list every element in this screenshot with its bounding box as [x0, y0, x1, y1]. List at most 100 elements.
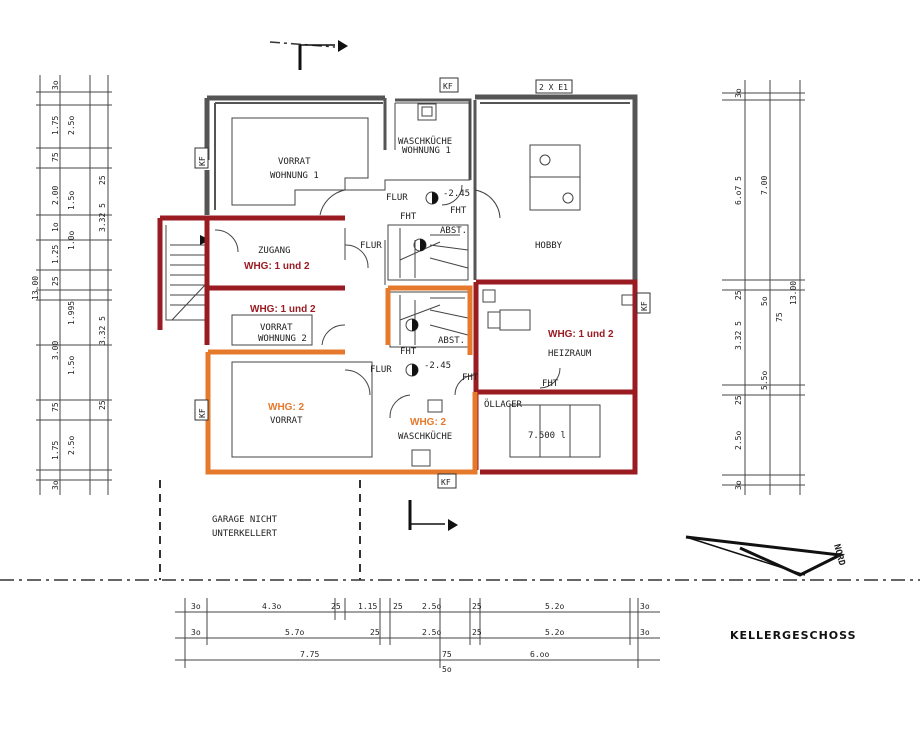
bottom-dimension-chain [175, 598, 660, 668]
bottom-dims-row1: 3o 4.3o 25 1.15 25 2.5o 25 5.2o 3o [191, 602, 650, 611]
svg-text:25: 25 [98, 400, 107, 410]
svg-text:75: 75 [775, 312, 784, 322]
svg-text:25: 25 [472, 602, 482, 611]
whg-1-und-2-label-b: WHG: 1 und 2 [250, 304, 316, 315]
svg-text:75: 75 [51, 152, 60, 162]
svg-text:25: 25 [472, 628, 482, 637]
svg-text:3.32 5: 3.32 5 [98, 316, 107, 345]
svg-text:6.oo: 6.oo [530, 650, 549, 659]
left-inner-dims: 25 3.32 5 3.32 5 25 [98, 175, 107, 410]
room-vorrat-2-label: VORRAT [260, 323, 293, 333]
svg-text:3o: 3o [191, 602, 201, 611]
svg-text:6.o7 5: 6.o7 5 [734, 176, 743, 205]
building-walls [0, 40, 920, 581]
whg-2-label-b: WHG: 2 [410, 417, 447, 428]
right-mid-dims: 7.00 5o 75 5.5o [760, 176, 784, 390]
svg-text:1.15: 1.15 [358, 602, 377, 611]
svg-text:7.75: 7.75 [300, 650, 319, 659]
garage-label: GARAGE NICHT [212, 515, 278, 525]
garage-sublabel: UNTERKELLERT [212, 529, 278, 539]
svg-text:3.32 5: 3.32 5 [734, 321, 743, 350]
room-vorrat-2-sublabel: WOHNUNG 2 [258, 334, 307, 344]
room-zugang-label: ZUGANG [258, 246, 291, 256]
svg-text:1.25: 1.25 [51, 245, 60, 264]
fht-4-label: FHT [462, 373, 479, 383]
svg-text:3o: 3o [191, 628, 201, 637]
svg-text:3o: 3o [734, 88, 743, 98]
svg-text:3o: 3o [640, 628, 650, 637]
kf-tag-5: KF [441, 478, 451, 487]
whg-1-und-2-label-a: WHG: 1 und 2 [244, 261, 310, 272]
north-arrow: NORD [685, 535, 847, 577]
svg-text:1.75: 1.75 [51, 116, 60, 135]
room-waschkueche-label: WASCHKÜCHE [398, 431, 452, 442]
room-hobby-label: HOBBY [535, 241, 563, 251]
abst-1-label: ABST. [440, 226, 467, 236]
left-dimension-chain [36, 75, 112, 495]
room-vorrat-1-sublabel: WOHNUNG 1 [270, 171, 319, 181]
bottom-dims-row3: 7.75 75 5o 6.oo [300, 650, 549, 674]
fht-1-label: FHT [400, 212, 417, 222]
fht-2-label: FHT [450, 206, 467, 216]
room-vorrat-label: VORRAT [270, 416, 303, 426]
svg-text:5o: 5o [760, 296, 769, 306]
room-flur-1-label: FLUR [386, 193, 408, 203]
svg-text:25: 25 [331, 602, 341, 611]
svg-text:2.5o: 2.5o [422, 602, 441, 611]
right-total-dim: 13.00 [789, 281, 798, 305]
svg-text:3o: 3o [640, 602, 650, 611]
tags: KF 2 X E1 KF KF KF KF [194, 77, 651, 489]
svg-text:2.5o: 2.5o [67, 116, 76, 135]
left-outer-dims: 3o 1.75 75 2.00 1o 1.25 25 3.00 75 1.75 … [51, 80, 60, 490]
svg-text:4.3o: 4.3o [262, 602, 281, 611]
svg-text:2.5o: 2.5o [422, 628, 441, 637]
svg-text:5.7o: 5.7o [285, 628, 304, 637]
right-dimension-chain [722, 80, 805, 495]
room-heizraum-label: HEIZRAUM [548, 349, 592, 359]
svg-text:3o: 3o [51, 80, 60, 90]
room-flur-2-label: FLUR [360, 241, 382, 251]
kf-tag-4: KF [640, 301, 649, 311]
zone-whg-1-und-2 [157, 215, 638, 475]
svg-text:75: 75 [51, 402, 60, 412]
e1-tag: 2 X E1 [539, 83, 568, 92]
plan-title: KELLERGESCHOSS [730, 629, 857, 642]
svg-text:25: 25 [98, 175, 107, 185]
svg-text:2.00: 2.00 [51, 186, 60, 205]
room-waschkueche-1-label: WASCHKÜCHE [398, 136, 452, 147]
svg-text:2.5o: 2.5o [734, 431, 743, 450]
svg-text:25: 25 [734, 395, 743, 405]
svg-text:1.0o: 1.0o [67, 231, 76, 250]
svg-text:3o: 3o [51, 480, 60, 490]
kf-tag-3: KF [198, 408, 207, 418]
svg-text:1.995: 1.995 [67, 301, 76, 325]
svg-text:25: 25 [393, 602, 403, 611]
svg-text:1o: 1o [51, 222, 60, 232]
svg-text:5.2o: 5.2o [545, 628, 564, 637]
tank-label: 7.500 l [528, 431, 566, 441]
svg-text:25: 25 [51, 276, 60, 286]
level-1-label: -2.45 [443, 189, 470, 199]
fht-3-label: FHT [400, 347, 417, 357]
room-oellager-label: ÖLLAGER [484, 399, 523, 410]
whg-2-label-a: WHG: 2 [268, 402, 305, 413]
left-mid-dims: 2.5o 1.5o 1.0o 1.995 1.5o 2.5o [67, 116, 76, 455]
svg-text:5o: 5o [442, 665, 452, 674]
right-outer-dims: 3o 6.o7 5 25 3.32 5 25 2.5o 3o [734, 88, 743, 490]
svg-text:75: 75 [442, 650, 452, 659]
room-labels: VORRAT WOHNUNG 1 WASCHKÜCHE WOHNUNG 1 HO… [212, 136, 592, 539]
kf-tag-1: KF [443, 82, 453, 91]
svg-text:7.00: 7.00 [760, 176, 769, 195]
svg-text:2.5o: 2.5o [67, 436, 76, 455]
svg-text:5.2o: 5.2o [545, 602, 564, 611]
svg-text:3.32 5: 3.32 5 [98, 203, 107, 232]
room-vorrat-1-label: VORRAT [278, 157, 311, 167]
svg-text:3.00: 3.00 [51, 341, 60, 360]
svg-text:3o: 3o [734, 480, 743, 490]
svg-text:1.5o: 1.5o [67, 191, 76, 210]
fht-5-label: FHT [542, 379, 559, 389]
svg-text:1.5o: 1.5o [67, 356, 76, 375]
highlight-labels: WHG: 1 und 2 WHG: 1 und 2 WHG: 1 und 2 W… [244, 261, 614, 428]
svg-text:25: 25 [734, 290, 743, 300]
